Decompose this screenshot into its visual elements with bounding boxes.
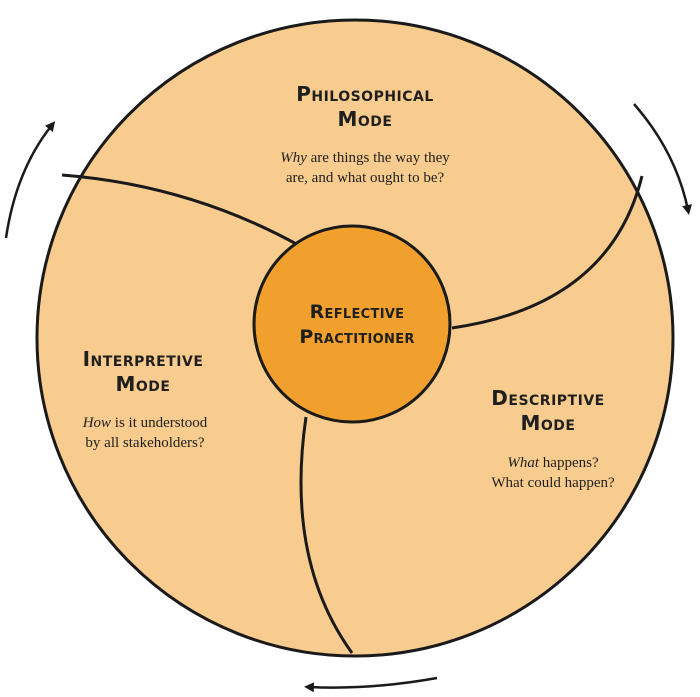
descriptive-title-line1: Descriptive [491,386,604,410]
interpretive-title-line2: Mode [116,372,171,396]
philosophical-mode: Philosophical Mode Why are things the wa… [280,82,450,186]
cycle-arrow-left-icon [4,121,56,239]
philosophical-title-line2: Mode [338,107,393,131]
interpretive-title-line1: Interpretive [83,347,204,371]
divider-bottom [299,416,354,654]
center-circle [252,224,452,424]
interpretive-question-line2: by all stakeholders? [85,435,204,451]
philosophical-title-line1: Philosophical [296,82,434,106]
cycle-arrow-bottom-icon [304,676,438,693]
philosophical-question-line1: Why are things the way they [280,150,450,166]
divider-right [451,175,644,330]
interpretive-question-line1: How is it understood [82,415,208,431]
descriptive-title-line2: Mode [521,411,576,435]
descriptive-mode: Descriptive Mode What happens? What coul… [491,386,615,491]
cycle-arrow-right-icon [633,103,692,215]
center-title-line2: Practitioner [299,326,414,348]
interpretive-mode: Interpretive Mode How is it understood b… [82,347,208,451]
philosophical-question-line2: are, and what ought to be? [286,170,445,186]
divider-top-left [61,173,301,248]
descriptive-question-line1: What happens? [507,455,599,471]
center-title-line1: Reflective [310,301,405,323]
descriptive-question-line2: What could happen? [491,475,615,491]
